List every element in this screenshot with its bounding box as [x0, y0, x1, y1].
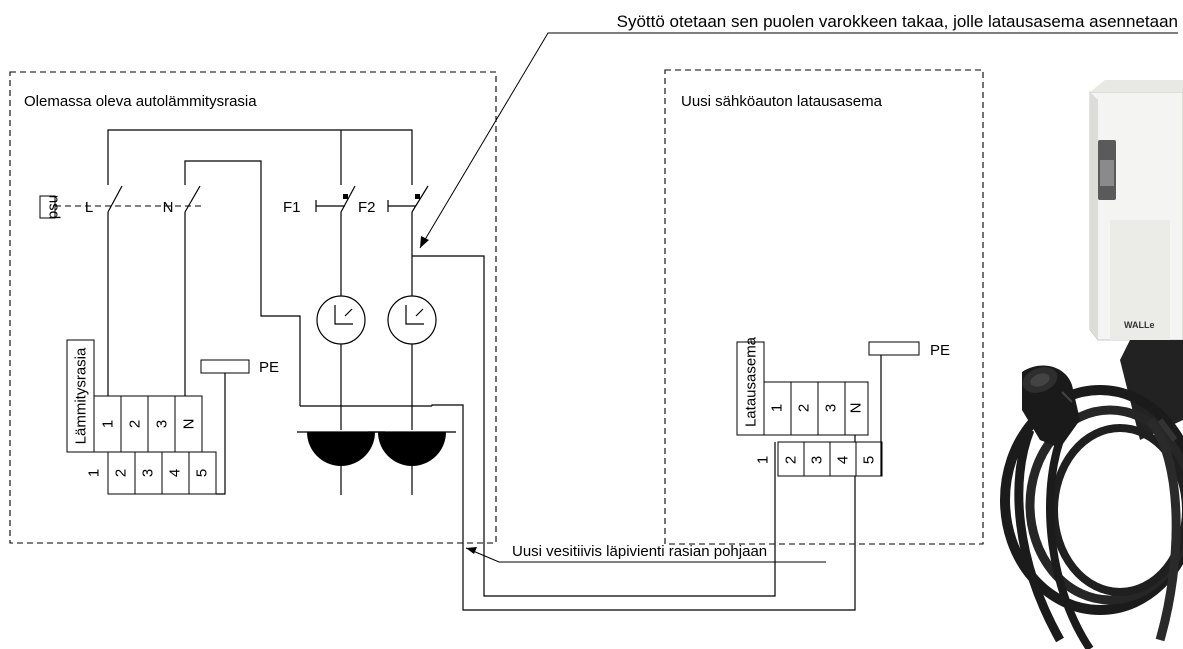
latausasema-lower-terminal-3: 3	[809, 456, 826, 464]
pe-return-wire	[431, 404, 856, 611]
latausasema-label: Latausasema	[743, 336, 760, 427]
left-pe-label: PE	[259, 359, 279, 376]
latausasema-upper-terminal-2: 2	[796, 404, 813, 412]
right-box-title: Uusi sähköauton latausasema	[681, 93, 883, 110]
switch-label-n: N	[163, 199, 174, 216]
lammitysrasia-lower-terminal-3: 3	[140, 469, 157, 477]
latausasema-lower-terminal-1: 1	[755, 456, 772, 464]
station-feed-wire	[412, 255, 776, 597]
lammitysrasia-lower-terminal-5: 5	[194, 469, 211, 477]
top-note: Syöttö otetaan sen puolen varokkeen taka…	[617, 12, 1178, 31]
lammitysrasia-upper-terminal-2: 2	[127, 420, 144, 428]
f1-marker	[343, 194, 348, 199]
latausasema-lower-terminal-5: 5	[861, 456, 878, 464]
lammitysrasia-upper-terminal-3: 3	[154, 420, 171, 428]
charging-station-image: WALLe	[1000, 80, 1183, 649]
lammitysrasia-label: Lämmitysrasia	[73, 347, 90, 444]
top-bus-wire	[107, 129, 413, 185]
bottom-note-leader	[465, 547, 826, 563]
timer-2-icon	[387, 295, 437, 406]
f2-marker	[415, 194, 420, 199]
top-note-leader	[419, 32, 1178, 249]
bottom-note: Uusi vesitiivis läpivienti rasian pohjaa…	[512, 543, 767, 560]
switch-label-l: L	[85, 199, 93, 216]
fuse-label-f2: F2	[358, 199, 376, 216]
left-pe-wire	[216, 373, 226, 495]
bottom-note-arrowhead	[466, 547, 477, 554]
n-top-wire	[184, 160, 301, 406]
socket-1-icon	[297, 406, 385, 495]
fuse-label-f1: F1	[283, 199, 301, 216]
lammitysrasia-lower-terminal-2: 2	[113, 469, 130, 477]
psu-label: psu	[45, 195, 62, 219]
lammitysrasia-upper-terminal-1: 1	[100, 420, 117, 428]
left-box-title: Olemassa oleva autolämmitysrasia	[24, 93, 257, 110]
latausasema-lower-terminal-2: 2	[783, 456, 800, 464]
latausasema-lower-terminal-4: 4	[835, 456, 852, 464]
left-box-border	[9, 71, 497, 544]
lammitysrasia-terminal-block: Lämmitysrasia 1 2 3 N 1 2 3 4 5	[66, 339, 217, 495]
left-pe-bar	[200, 359, 250, 374]
latausasema-upper-terminal-n: N	[848, 403, 865, 414]
l-switch-blade	[107, 185, 123, 213]
latausasema-upper-terminal-3: 3	[823, 404, 840, 412]
right-pe-bar	[868, 341, 920, 356]
n-switch-blade	[184, 185, 201, 213]
lammitysrasia-lower-terminal-1: 1	[86, 469, 103, 477]
timer-1-icon	[316, 295, 366, 406]
right-pe-label: PE	[930, 342, 950, 359]
lammitysrasia-upper-terminal-n: N	[181, 419, 198, 430]
latausasema-terminal-block: Latausasema 1 2 3 N 1 2 3 4 5	[736, 336, 883, 477]
top-note-arrowhead	[420, 236, 429, 248]
right-box-border	[664, 69, 984, 545]
socket-2-icon	[368, 406, 456, 495]
psu-box	[39, 195, 56, 219]
latausasema-upper-terminal-1: 1	[769, 404, 786, 412]
brand-label: WALLe	[1124, 320, 1155, 330]
lammitysrasia-lower-terminal-4: 4	[167, 469, 184, 477]
